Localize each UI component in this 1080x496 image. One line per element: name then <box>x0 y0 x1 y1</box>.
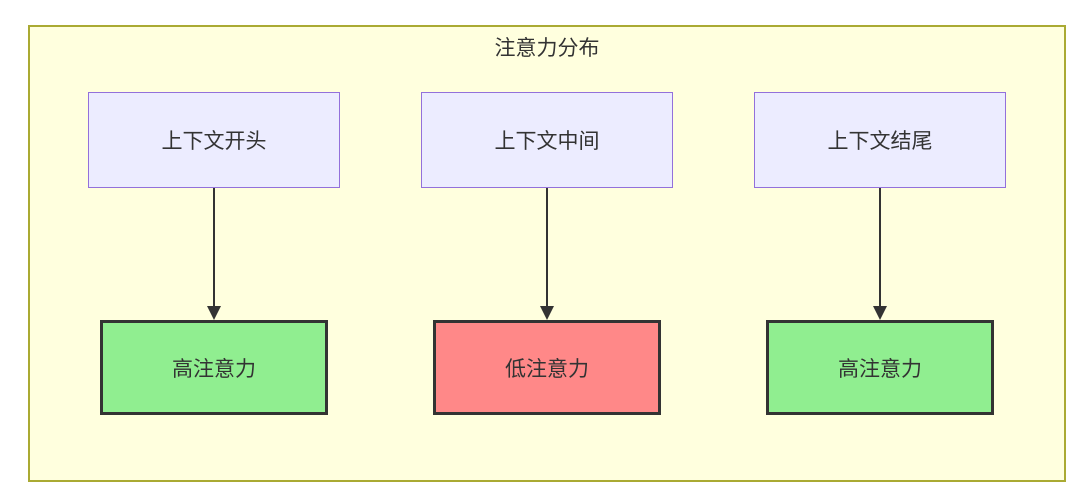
node-context-start: 上下文开头 <box>88 92 340 188</box>
node-low-attention: 低注意力 <box>433 320 661 415</box>
node-label: 上下文开头 <box>161 130 267 153</box>
attention-distribution-cluster: 注意力分布 上下文开头 高注意力 上下文中间 <box>28 25 1066 482</box>
node-label: 高注意力 <box>172 357 256 381</box>
flow-column-context-start: 上下文开头 高注意力 <box>88 92 340 415</box>
flow-column-context-end: 上下文结尾 高注意力 <box>754 92 1006 415</box>
flowchart-columns: 上下文开头 高注意力 上下文中间 低注意力 <box>30 92 1064 415</box>
arrow-down-icon <box>207 188 221 320</box>
flow-column-context-middle: 上下文中间 低注意力 <box>421 92 673 415</box>
node-label: 上下文中间 <box>494 130 600 153</box>
node-high-attention-1: 高注意力 <box>100 320 328 415</box>
arrow-down-icon <box>540 188 554 320</box>
arrow-down-icon <box>873 188 887 320</box>
node-high-attention-2: 高注意力 <box>766 320 994 415</box>
cluster-title: 注意力分布 <box>494 37 600 60</box>
node-label: 高注意力 <box>838 357 922 381</box>
node-label: 上下文结尾 <box>827 130 933 153</box>
node-label: 低注意力 <box>505 357 589 381</box>
node-context-middle: 上下文中间 <box>421 92 673 188</box>
node-context-end: 上下文结尾 <box>754 92 1006 188</box>
